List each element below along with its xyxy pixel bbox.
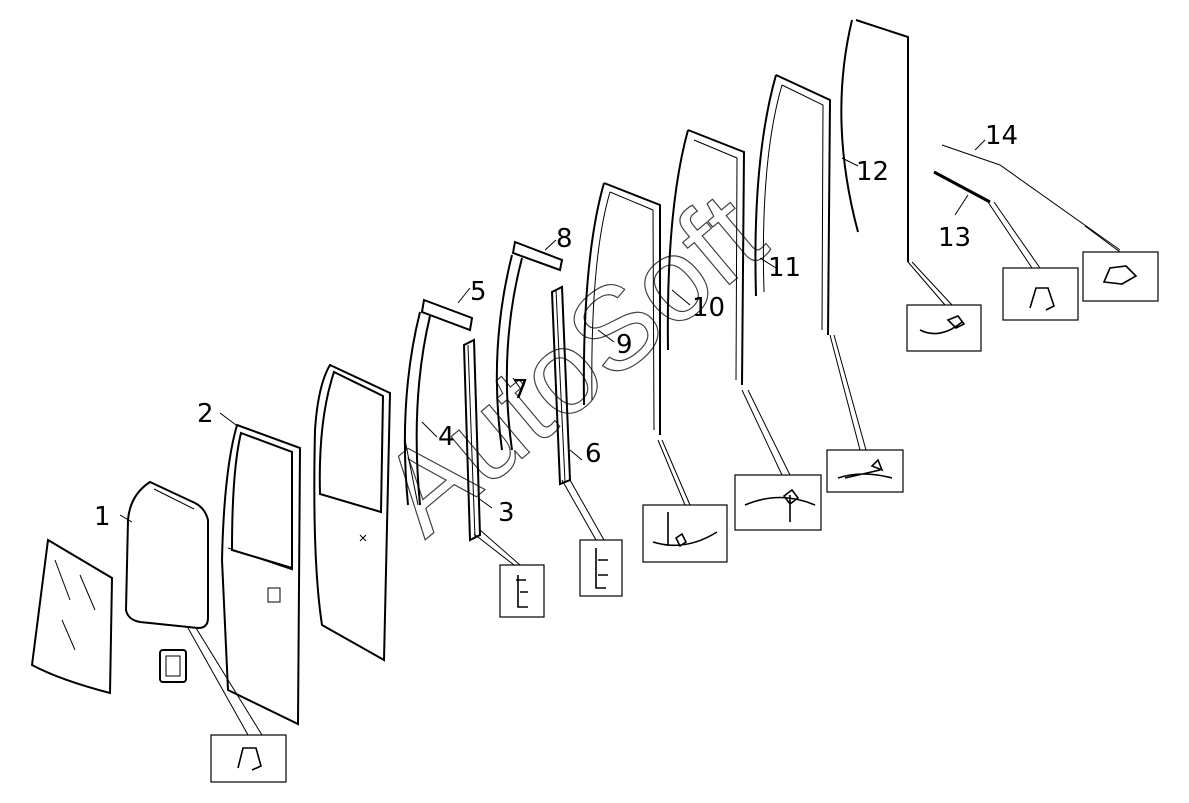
- callout-14: 14: [985, 121, 1018, 151]
- part-2-inner-door-panel: [220, 423, 302, 726]
- callout-4: 4: [438, 422, 455, 452]
- part-14-belt-strip: [941, 144, 1121, 251]
- part-7-curved-run-channel: [495, 254, 523, 451]
- part-13-belt-strip: [933, 170, 991, 204]
- section-inset-11: [826, 449, 904, 493]
- callout-8: 8: [556, 224, 573, 254]
- callout-2: 2: [197, 399, 214, 429]
- callout-3: 3: [498, 498, 515, 528]
- part-1-glass-frame: [124, 480, 209, 683]
- callout-9: 9: [616, 330, 633, 360]
- callout-leaders: [119, 139, 986, 523]
- section-inset-1: [210, 734, 287, 783]
- section-inset-14: [1082, 251, 1159, 302]
- part-5-mounting-bracket: [420, 298, 474, 332]
- part-10-weatherstrip-frame: [666, 129, 746, 386]
- section-inset-9: [642, 504, 728, 563]
- door-glass: [30, 538, 114, 695]
- section-inset-13: [1002, 267, 1079, 321]
- part-11-weatherstrip-frame: [754, 74, 832, 336]
- outer-door-skin: [313, 363, 392, 662]
- callout-6: 6: [585, 439, 602, 469]
- section-inset-12: [906, 304, 982, 352]
- section-inset-10: [734, 474, 822, 531]
- callout-12: 12: [856, 157, 889, 187]
- part-9-weatherstrip-frame: [582, 182, 661, 435]
- section-inset-6: [579, 539, 623, 597]
- section-inset-3: [499, 564, 545, 618]
- inset-leader-lines: [187, 201, 1121, 736]
- part-12-curved-seal: [840, 19, 909, 262]
- callout-10: 10: [692, 293, 725, 323]
- callout-1: 1: [94, 502, 111, 532]
- callout-13: 13: [938, 223, 971, 253]
- callout-11: 11: [768, 253, 801, 283]
- callout-7: 7: [512, 375, 529, 405]
- part-8-mounting-bracket: [511, 240, 564, 272]
- part-4-curved-run-channel: [403, 311, 431, 506]
- part-3-vertical-channel: [462, 338, 482, 542]
- callout-5: 5: [470, 277, 487, 307]
